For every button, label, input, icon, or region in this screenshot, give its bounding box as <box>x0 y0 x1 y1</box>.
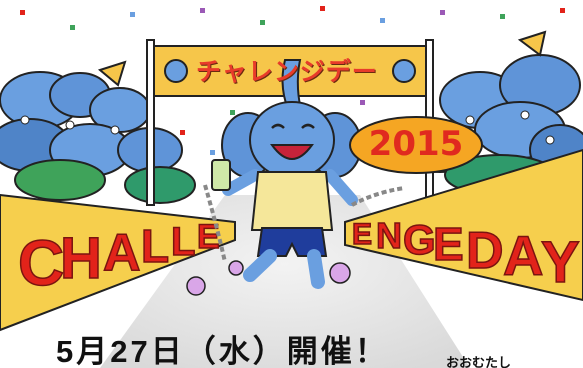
sign-right <box>344 148 583 302</box>
sign-right-letter: E <box>433 218 464 270</box>
year-badge <box>349 116 483 174</box>
sign-left-letter: C <box>18 227 64 299</box>
banner-elephant-right <box>392 59 416 83</box>
sign-left-letter: L <box>171 220 195 264</box>
banner-elephant-left <box>164 59 188 83</box>
corner-caption: おおむたし <box>446 355 512 368</box>
drink-cup-icon <box>211 159 231 191</box>
sign-left-letter: L <box>141 220 169 272</box>
finish-tape <box>203 184 227 263</box>
dust-puffs <box>186 260 351 296</box>
crowd-left <box>0 60 196 204</box>
sign-left-letter: H <box>60 226 102 291</box>
sign-right-letter: D <box>466 222 504 280</box>
sign-right-letter: G <box>403 216 436 263</box>
sign-left-letter: A <box>103 224 141 282</box>
banner-pole-left <box>146 39 155 206</box>
sign-right-letter: Y <box>541 230 580 295</box>
year-label: 2015 <box>368 124 464 164</box>
banner-title: チャレンジデー <box>196 57 378 86</box>
sign-right-letter: A <box>503 224 543 287</box>
sign-right-letter: E <box>352 218 372 251</box>
sign-right-letter: N <box>376 215 402 256</box>
runner-elephant <box>203 59 406 289</box>
sign-left <box>0 193 236 332</box>
event-date: 5月27日（水）開催！ <box>56 334 389 368</box>
